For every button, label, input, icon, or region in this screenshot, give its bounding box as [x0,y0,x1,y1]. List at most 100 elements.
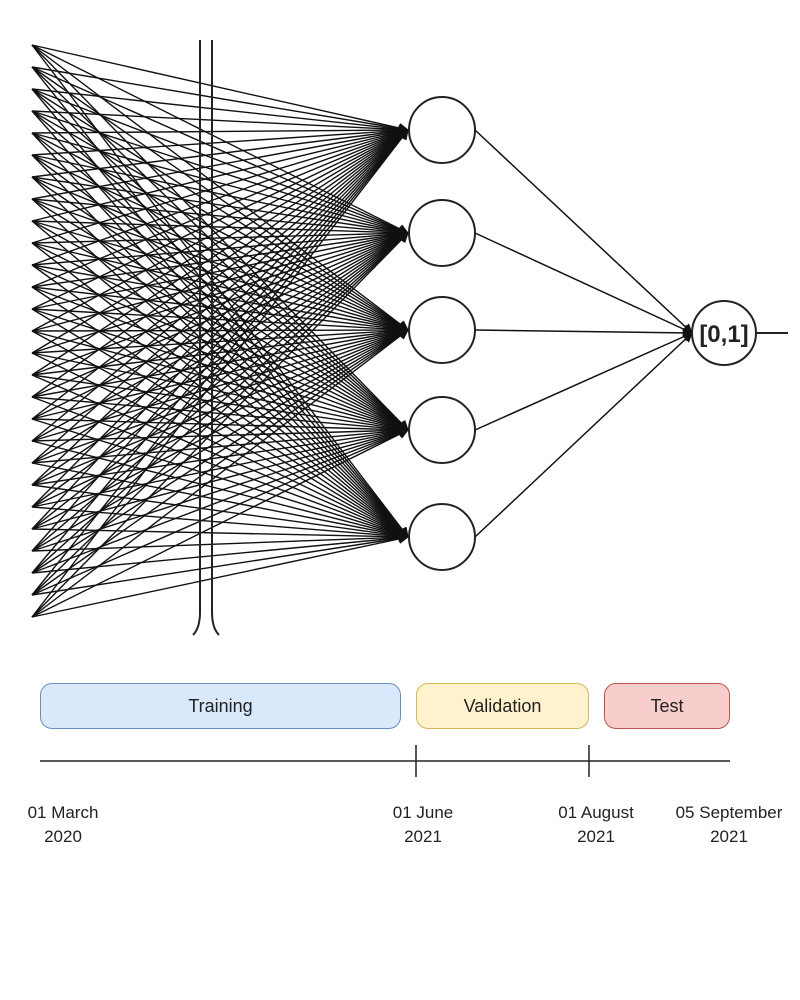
output-range-label: [0,1] [699,321,748,348]
input-connection [31,425,409,464]
hidden-neuron [408,503,476,571]
input-connection [31,264,409,538]
input-connection [31,228,409,244]
phase-validation-label: Validation [463,695,542,716]
phase-training-label: Training [188,695,253,716]
input-connection [31,44,409,133]
output-layer: [0,1] [691,300,788,366]
input-connection [31,426,409,486]
layer-divider-lines [192,40,220,636]
hidden-to-output-connection [474,332,693,431]
input-connection [31,429,409,618]
input-connection [31,176,409,237]
input-connections [31,44,409,618]
input-connection [31,428,409,574]
hidden-to-output-connection [474,129,693,334]
input-connection [31,129,409,354]
input-connection [31,232,409,530]
input-connection [31,125,409,136]
input-connection [31,232,409,552]
date-label-test-start-line2: 2021 [577,827,615,846]
input-connection [31,129,409,508]
input-connection [31,126,409,178]
input-connection [31,229,409,288]
hidden-to-output-connections [474,129,693,538]
date-label-validation-start-line1: 01 June [392,803,454,822]
input-connection [31,327,409,442]
input-connection [31,308,409,335]
input-connection [31,132,409,236]
input-connection [31,229,409,310]
input-connection [31,328,409,486]
input-connection [31,329,409,508]
date-label-end-line1: 05 September [675,803,783,822]
input-connection [31,129,409,618]
phase-test: Test [604,683,730,729]
input-connection [31,110,409,135]
phase-test-label: Test [650,695,684,716]
hidden-neuron [408,296,476,364]
input-connection [31,88,409,134]
input-connection [31,44,409,234]
input-connection [31,329,409,596]
input-connection [31,232,409,442]
input-connection [31,129,409,376]
hidden-neuron [408,96,476,164]
date-label-validation-start: 01 June 2021 [348,801,498,849]
date-label-end-line2: 2021 [710,827,748,846]
hidden-to-output-connection [474,327,693,338]
phase-training: Training [40,683,401,729]
phase-validation: Validation [416,683,589,729]
input-connection [31,264,409,334]
input-connection [31,129,409,486]
input-connection [31,66,409,134]
input-connection [31,129,409,420]
input-connection [31,231,409,376]
input-connection [31,176,409,332]
input-connection [31,418,409,540]
input-connection [31,232,409,596]
hidden-neuron [408,199,476,267]
input-connection [31,129,409,398]
hidden-layer [408,96,476,571]
input-connection [31,228,409,266]
input-connection [31,328,409,464]
input-connection [31,129,409,596]
input-connection [31,230,409,332]
input-connection [31,128,409,288]
input-connection [31,427,409,552]
input-connection [31,198,409,238]
input-connection [31,329,409,618]
input-connection [31,242,409,333]
date-label-start: 01 March 2020 [0,801,138,849]
input-connection [31,66,409,234]
hidden-neuron [408,396,476,464]
input-connection [31,110,409,235]
input-connection [31,125,409,156]
input-connection [31,329,409,552]
input-connection [31,232,409,464]
input-connection [31,127,409,244]
input-connection [31,129,409,442]
input-connection [31,129,409,552]
date-label-end: 05 September 2021 [654,801,800,849]
input-connection [31,198,409,332]
input-connection [31,154,409,331]
input-connection [31,129,409,574]
input-connection [31,232,409,574]
timeline-axis [40,745,730,777]
input-connection [31,426,409,508]
input-connection [31,220,409,333]
date-label-test-start-line1: 01 August [558,803,634,822]
neural-network-diagram: [0,1] [31,40,788,636]
input-connection [31,88,409,235]
input-connection [31,154,409,237]
input-connection [31,286,409,334]
input-connection [31,429,409,596]
input-connection [31,232,409,486]
input-connection [31,126,409,200]
input-connection [31,329,409,530]
input-connection [31,427,409,530]
input-connection [31,329,409,574]
input-connection [31,129,409,464]
